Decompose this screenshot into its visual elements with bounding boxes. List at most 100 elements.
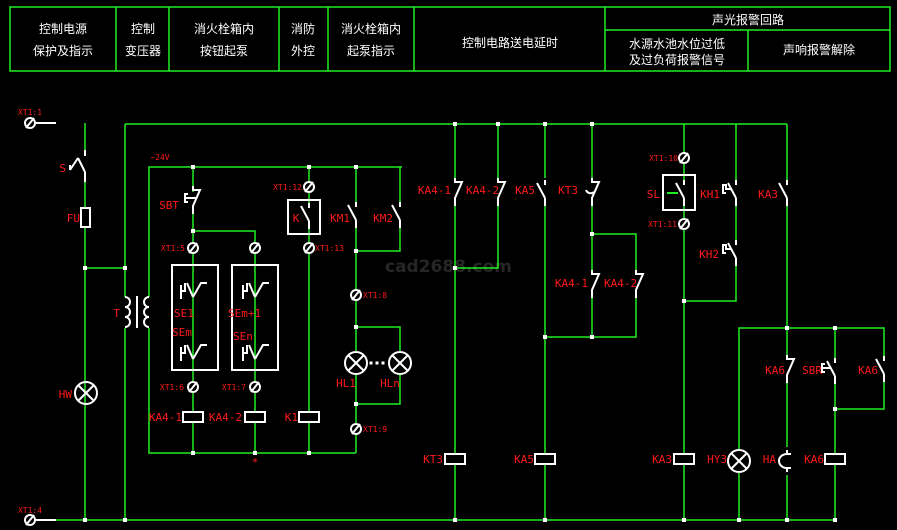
header-sub1-line1: 水源水池水位过低 bbox=[629, 36, 725, 51]
terminal-lead bbox=[35, 122, 56, 521]
label-ha: HA bbox=[763, 453, 777, 466]
junction-dot bbox=[453, 518, 457, 522]
horn-ha-icon bbox=[778, 450, 791, 472]
hydrant-button-contact-icon bbox=[242, 344, 269, 361]
wire bbox=[148, 166, 402, 297]
contact-km2-icon bbox=[391, 202, 401, 228]
label-ka4-1-a: KA4-1 bbox=[418, 184, 451, 197]
junction-dot bbox=[590, 122, 594, 126]
junction-dot bbox=[191, 165, 195, 169]
junction-dot bbox=[785, 518, 789, 522]
contact-k-icon bbox=[300, 203, 310, 229]
terminal-icon bbox=[350, 289, 362, 301]
terminal-icon bbox=[303, 181, 315, 193]
junction-dot bbox=[123, 266, 127, 270]
pushbutton-sbr-icon bbox=[821, 358, 836, 384]
label-ka5-coil: KA5 bbox=[514, 453, 534, 466]
junction-dot bbox=[496, 122, 500, 126]
junction-dot bbox=[543, 335, 547, 339]
level-switch-sl-box bbox=[662, 174, 696, 211]
header-col3-line1: 消火栓箱内 bbox=[194, 21, 254, 36]
watermark: cad2688.com bbox=[385, 257, 512, 277]
label-t: T bbox=[113, 307, 120, 320]
lamp-hw-icon bbox=[74, 381, 98, 405]
junction-dot bbox=[354, 402, 358, 406]
contact-kh2-thermal-icon bbox=[722, 240, 737, 266]
pushbutton-sbt-icon bbox=[184, 186, 202, 214]
header-sub2: 声响报警解除 bbox=[783, 42, 855, 57]
coil-ka4-1-icon bbox=[182, 411, 204, 423]
junction-dot bbox=[590, 335, 594, 339]
junction-dot bbox=[737, 518, 741, 522]
coil-ka4-2-icon bbox=[244, 411, 266, 423]
lamp-hy3-icon bbox=[727, 449, 751, 473]
label-v24: ~24V bbox=[150, 153, 169, 162]
label-xt1-13: XT1:13 bbox=[315, 244, 344, 253]
contact-ka4-1-nc-icon bbox=[454, 178, 464, 206]
label-ka3-c: KA3 bbox=[758, 188, 778, 201]
terminal-icon bbox=[678, 218, 690, 230]
components bbox=[24, 117, 885, 526]
coil-ka5-icon bbox=[534, 453, 556, 465]
junction-dot bbox=[123, 518, 127, 522]
junction-dot bbox=[453, 122, 457, 126]
label-xt1-7: XT1:7 bbox=[222, 383, 246, 392]
label-kt3-c: KT3 bbox=[558, 184, 578, 197]
header-col5-line1: 消火栓箱内 bbox=[341, 21, 401, 36]
label-sl: SL bbox=[647, 188, 661, 201]
wire bbox=[356, 374, 401, 405]
junction-dot bbox=[682, 299, 686, 303]
contact-sl-icon bbox=[675, 180, 685, 206]
junction-dot bbox=[682, 518, 686, 522]
junction-dot bbox=[785, 326, 789, 330]
hydrant-button-contact-icon bbox=[242, 282, 269, 299]
junction-dot bbox=[191, 451, 195, 455]
label-xt1-6: XT1:6 bbox=[160, 383, 184, 392]
junction-dot bbox=[833, 518, 837, 522]
hydrant-button-contact-icon bbox=[180, 282, 207, 299]
terminal-icon bbox=[303, 242, 315, 254]
label-xt1-8: XT1:8 bbox=[363, 291, 387, 300]
terminal-icon bbox=[187, 381, 199, 393]
label-kt3-coil: KT3 bbox=[423, 453, 443, 466]
transformer-icon bbox=[124, 296, 150, 328]
header-group: 声光报警回路 bbox=[712, 12, 784, 27]
junction-dot bbox=[543, 518, 547, 522]
label-star: * bbox=[252, 456, 259, 469]
fuse-icon bbox=[80, 207, 91, 228]
label-xt1-9: XT1:9 bbox=[363, 425, 387, 434]
label-xt1-5: XT1:5 bbox=[161, 244, 185, 253]
hydrant-button-contact-icon bbox=[180, 344, 207, 361]
terminal-icon bbox=[24, 117, 36, 129]
label-sen: SEn bbox=[233, 330, 253, 343]
junction-dot bbox=[354, 249, 358, 253]
label-ka6-nc: KA6 bbox=[765, 364, 785, 377]
label-kh1: KH1 bbox=[700, 188, 720, 201]
wire bbox=[684, 266, 737, 302]
label-ka6-coil: KA6 bbox=[804, 453, 824, 466]
junction-dot bbox=[307, 451, 311, 455]
label-k1: K1 bbox=[285, 411, 298, 424]
junction-dot bbox=[191, 229, 195, 233]
wire bbox=[148, 328, 356, 454]
junction-dot bbox=[83, 266, 87, 270]
header-col1-line1: 控制电源 bbox=[39, 22, 87, 36]
label-kh2: KH2 bbox=[699, 248, 719, 261]
wire bbox=[835, 382, 885, 410]
junction-dot bbox=[83, 518, 87, 522]
labels: XT1:1XT1:4SFUHWT~24VSBTXT1:5SE1SEmSEm+1S… bbox=[18, 108, 878, 515]
label-k: K bbox=[293, 212, 300, 225]
coil-ka3-icon bbox=[673, 453, 695, 465]
ellipsis-dots bbox=[369, 361, 385, 365]
label-fu: FU bbox=[67, 212, 80, 225]
label-ka6-no: KA6 bbox=[858, 364, 878, 377]
junction-dot bbox=[833, 326, 837, 330]
terminal-icon bbox=[24, 514, 36, 526]
junction-dot bbox=[307, 165, 311, 169]
label-hw: HW bbox=[59, 388, 73, 401]
label-sbt: SBT bbox=[159, 199, 179, 212]
label-ka4-2-a: KA4-2 bbox=[466, 184, 499, 197]
header-col4-line1: 消防 bbox=[291, 21, 315, 36]
label-ka4-1-coil: KA4-1 bbox=[149, 411, 182, 424]
